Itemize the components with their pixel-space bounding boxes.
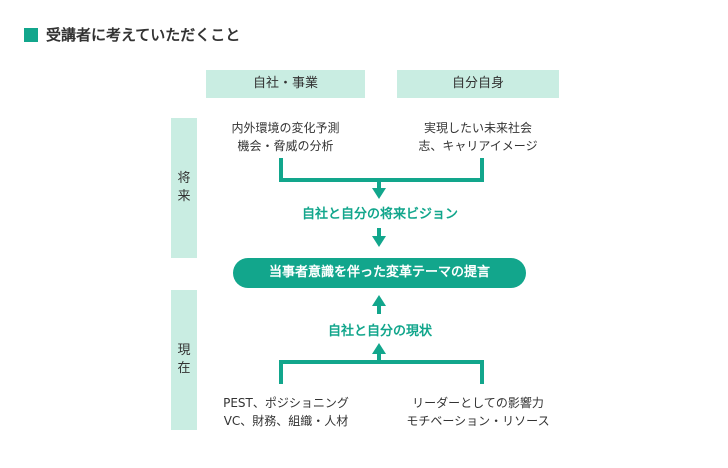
present-company-line1: PEST、ポジショニング (223, 396, 349, 410)
future-company-line1: 内外環境の変化予測 (231, 121, 340, 135)
arrow-up-icon (372, 295, 386, 306)
side-label-present: 現 在 (171, 290, 197, 430)
arrow-up-icon (372, 343, 386, 354)
side-label-future: 将 来 (171, 118, 197, 258)
future-company-line2: 機会・脅威の分析 (237, 139, 334, 153)
page-title: 受講者に考えていただくこと (46, 26, 241, 44)
future-self-line1: 実現したい未来社会 (423, 121, 532, 135)
present-self-line2: モチベーション・リソース (406, 414, 550, 428)
future-merge-bracket (279, 158, 484, 182)
vision-label: 自社と自分の将来ビジョン (301, 207, 458, 222)
present-company-line2: VC、財務、組織・人材 (223, 414, 349, 428)
current-label: 自社と自分の現状 (327, 324, 432, 339)
present-self-line1: リーダーとしての影響力 (412, 396, 544, 410)
arrow-down-icon (372, 188, 386, 199)
header-company: 自社・事業 (206, 70, 365, 98)
header-self: 自分自身 (397, 70, 559, 98)
center-theme-pill: 当事者意識を伴った変革テーマの提言 (233, 258, 526, 288)
arrow-down-icon (372, 236, 386, 247)
title-marker (24, 28, 38, 42)
future-self-line2: 志、キャリアイメージ (418, 139, 538, 153)
present-merge-bracket (279, 360, 484, 384)
